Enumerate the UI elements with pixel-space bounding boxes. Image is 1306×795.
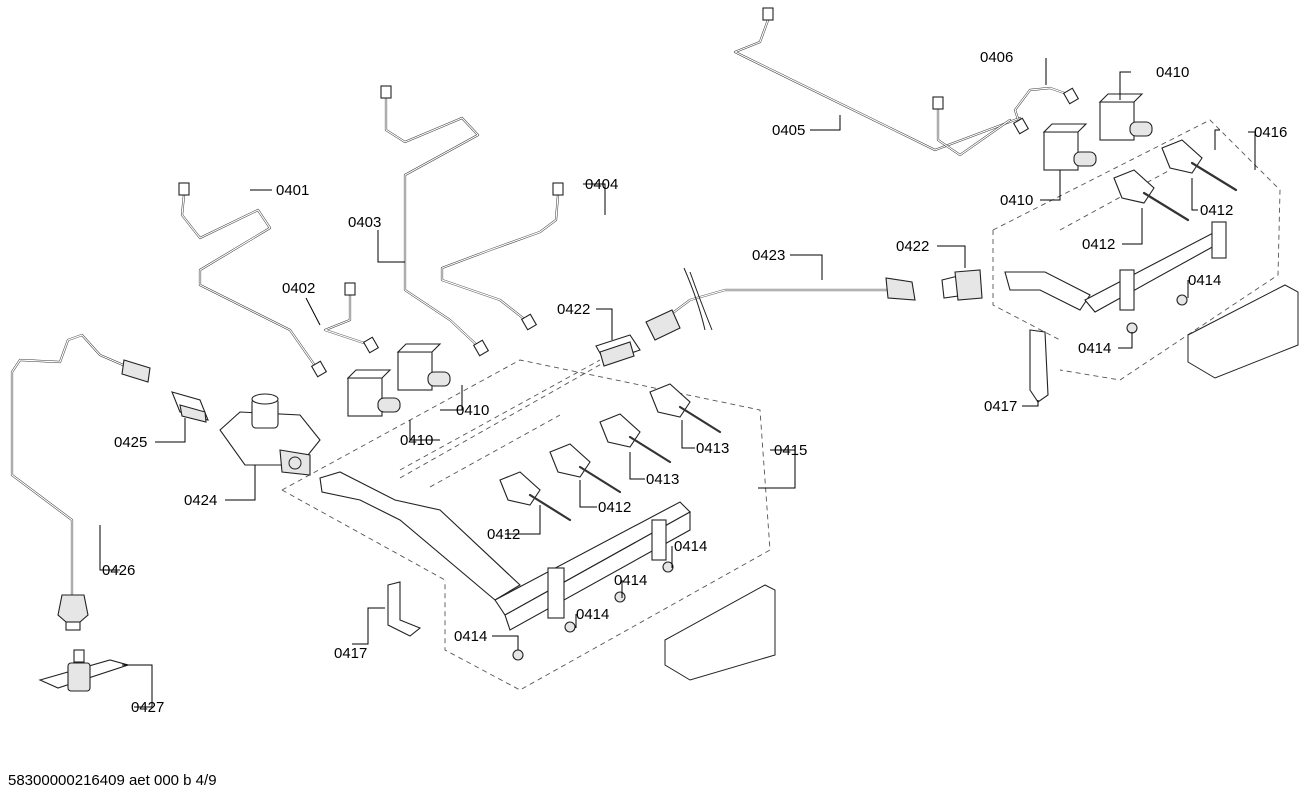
label-0410-mid-right: 0410: [1000, 192, 1033, 209]
label-0412-left: 0412: [487, 526, 520, 543]
label-0425: 0425: [114, 434, 147, 451]
label-0415: 0415: [774, 442, 807, 459]
pressure-regulator-0424: [219, 393, 321, 476]
fitting-0425: [171, 391, 209, 423]
label-0410-left-upper: 0410: [456, 402, 489, 419]
gas-tap-0412-c: [1161, 139, 1238, 192]
assembly-outline-0415: [281, 359, 771, 691]
label-0410-top-right: 0410: [1156, 64, 1189, 81]
screw-0414-set: [512, 294, 1188, 661]
bracket-0427: [38, 649, 130, 692]
solenoid-valve-0410-d: [1098, 93, 1153, 141]
solenoid-valve-0410-c: [1042, 123, 1097, 171]
label-0401: 0401: [276, 182, 309, 199]
fitting-0422-left: [595, 334, 641, 367]
label-0422-right: 0422: [896, 238, 929, 255]
label-0414-c: 0414: [576, 606, 609, 623]
label-0414-b: 0414: [614, 572, 647, 589]
label-0413-upper: 0413: [696, 440, 729, 457]
label-0417-left: 0417: [334, 645, 367, 662]
support-frame-b: [1187, 284, 1299, 379]
label-0412-center: 0412: [598, 499, 631, 516]
label-0406: 0406: [980, 49, 1013, 66]
label-0414-e: 0414: [1188, 272, 1221, 289]
bracket-0417-a: [387, 581, 422, 637]
label-0414-d: 0414: [454, 628, 487, 645]
label-0410-left-lower: 0410: [400, 432, 433, 449]
label-0412-right-lower: 0412: [1082, 236, 1115, 253]
gas-pipe-0406: [1012, 86, 1080, 135]
label-0414-f: 0414: [1078, 340, 1111, 357]
solenoid-valve-0410-a: [346, 369, 401, 417]
label-0414-a: 0414: [674, 538, 707, 555]
manifold-rail-side: [1004, 221, 1227, 313]
gas-pipe-0404: [440, 182, 564, 331]
label-0422-left: 0422: [557, 301, 590, 318]
gas-tap-0413-a: [599, 413, 672, 464]
gas-pipe-0423: [645, 267, 916, 341]
gas-pipe-0402: [323, 282, 380, 354]
gas-pipe-0426: [10, 333, 151, 631]
fitting-0422-right: [941, 269, 983, 301]
document-footer-code: 58300000216409 aet 000 b 4/9: [8, 772, 217, 789]
label-0405: 0405: [772, 122, 805, 139]
gas-tap-0412-b: [549, 443, 622, 494]
label-0427: 0427: [131, 699, 164, 716]
label-0412-right-upper: 0412: [1200, 202, 1233, 219]
support-frame-a: [664, 584, 776, 681]
gas-pipe-0401: [178, 182, 328, 378]
assembly-link-line: [399, 357, 613, 479]
label-0402: 0402: [282, 280, 315, 297]
bracket-0417-b: [1029, 329, 1049, 403]
gas-pipe-0403: [380, 85, 490, 357]
label-0404: 0404: [585, 176, 618, 193]
manifold-rail-main: [319, 471, 691, 631]
assembly-outline-0416: [992, 119, 1281, 381]
gas-pipe-0405: [733, 7, 1022, 157]
leader-lines: [99, 58, 1256, 708]
label-0423: 0423: [752, 247, 785, 264]
solenoid-valve-0410-b: [396, 343, 451, 391]
label-0426: 0426: [102, 562, 135, 579]
gas-tap-0412-d: [1113, 169, 1190, 222]
label-0417-right: 0417: [984, 398, 1017, 415]
label-0413-lower: 0413: [646, 471, 679, 488]
label-0403: 0403: [348, 214, 381, 231]
gas-tap-0412-a: [499, 471, 572, 522]
label-0416: 0416: [1254, 124, 1287, 141]
gas-tap-0413-b: [649, 383, 722, 434]
label-0424: 0424: [184, 492, 217, 509]
